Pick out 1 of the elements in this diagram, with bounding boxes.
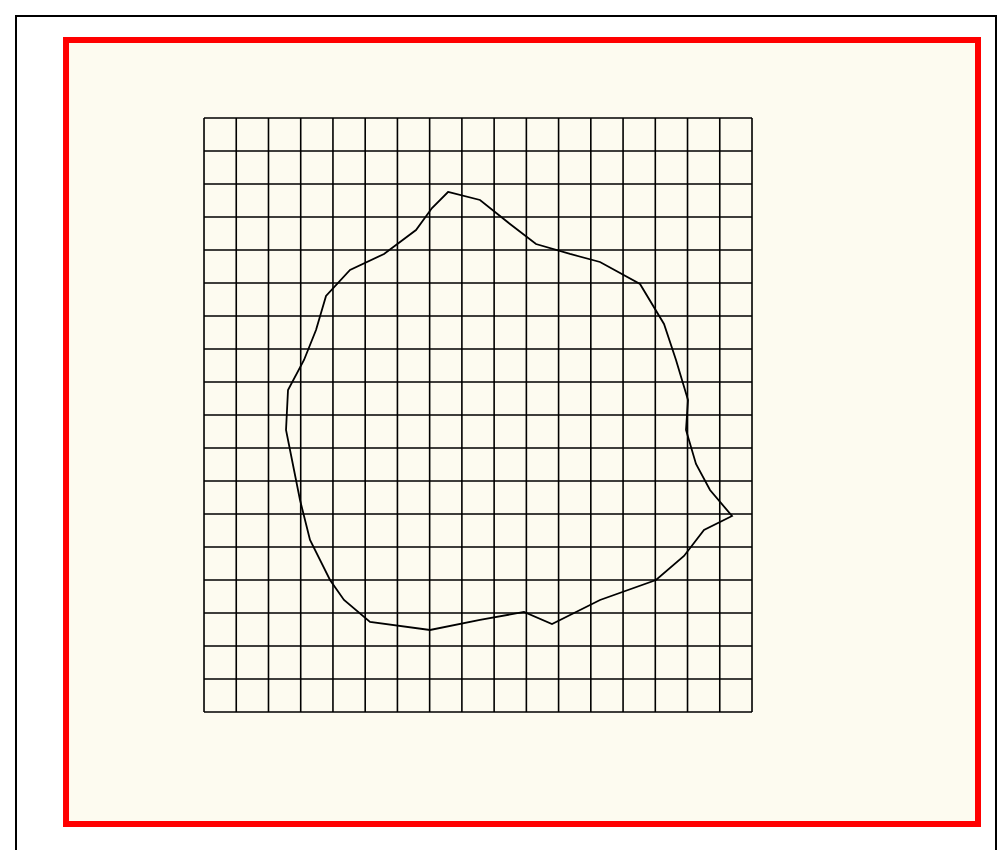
outline-shape	[285, 191, 734, 631]
